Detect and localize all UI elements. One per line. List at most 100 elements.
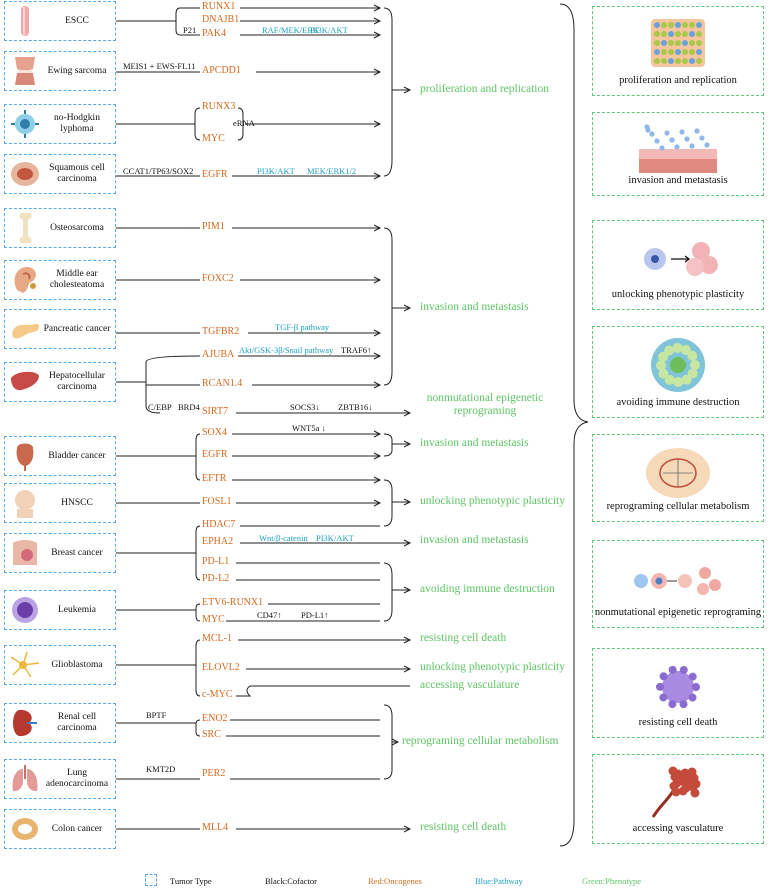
annotation-cd47: CD47↑: [257, 610, 282, 620]
gene-rcan14: RCAN1.4: [202, 378, 243, 389]
gene-apcdd1: APCDD1: [202, 65, 241, 76]
tumor-label: Bladder cancer: [48, 450, 106, 461]
hallmark-label: invasion and metastasis: [628, 175, 728, 186]
dying-cell-icon: [656, 665, 700, 709]
hallmark-label: proliferation and replication: [619, 75, 737, 86]
annotation-raf: RAF/MEK/ERK: [262, 25, 320, 35]
gene-brace: [195, 525, 201, 581]
hallmark-label: nonmutational epigenetic reprograming: [594, 607, 762, 618]
annotation-ccat1: CCAT1/TP63/SOX2: [123, 166, 194, 176]
phenotype-ph_death1: resisting cell death: [420, 632, 507, 644]
knee-joint-icon: [15, 57, 35, 85]
gene-pim1: PIM1: [202, 221, 225, 232]
gene-myc_nhl: MYC: [202, 133, 225, 144]
tumor-box-hnscc: HNSCC: [4, 483, 116, 523]
epigenetic-cells-icon: [634, 567, 721, 595]
gene-pdl2: PD-L2: [202, 573, 230, 584]
annotation-kmt2d: KMT2D: [146, 764, 176, 774]
annotation-pi3k2: PI3K/AKT: [257, 166, 295, 176]
hallmark-label: accessing vasculature: [632, 823, 724, 834]
hallmark-label: reprograming cellular metabolism: [606, 501, 750, 512]
tumor-label: Lung adenocarcinoma: [45, 768, 109, 789]
phenotype-ph_plast1: unlocking phenotypic plasticity: [420, 495, 566, 507]
tumor-label: Squamous cell carcinoma: [49, 163, 105, 184]
tumor-label: Pancreatic cancer: [43, 323, 111, 334]
hallmark-label: unlocking phenotypic plasticity: [611, 289, 745, 300]
annotation-brd4: BRD4: [178, 402, 200, 412]
gene-ajuba: AJUBA: [202, 349, 235, 360]
hallmark-hm7: resisting cell death: [592, 648, 764, 738]
arrowhead: [373, 68, 382, 76]
arrowhead: [373, 120, 382, 128]
tumor-box-renal: Renal cell carcinoma: [4, 703, 116, 743]
gene-brace: [195, 603, 201, 622]
gene-src: SRC: [202, 729, 221, 740]
tumor-label: Leukemia: [58, 604, 96, 615]
hallmark-hm5: reprograming cellular metabolism: [592, 434, 764, 522]
tumor-box-glio: Glioblastoma: [4, 645, 116, 685]
arrowhead: [373, 276, 382, 284]
gene-brace: [237, 107, 244, 141]
arrowhead: [373, 476, 382, 484]
hallmark-label: resisting cell death: [638, 717, 718, 728]
phenotype-ph_inv3: invasion and metastasis: [420, 534, 529, 546]
phenotype-ph_prolif: proliferation and replication: [420, 83, 550, 95]
annotation-mek12: MEK/ERK1/2: [307, 166, 357, 176]
gene-sirt7: SIRT7: [202, 406, 229, 417]
phenotype-ph_immune: avoiding immune destruction: [420, 583, 555, 595]
annotation-cebp: C/EBP: [148, 402, 172, 412]
hallmark-label: avoiding immune destruction: [616, 397, 740, 408]
tumor-label: Osteosarcoma: [50, 222, 104, 233]
tumor-box-scc: Squamous cell carcinoma: [4, 154, 116, 194]
annotation-erna: eRNA: [233, 118, 255, 128]
gene-brace: [195, 719, 201, 737]
gene-etv6: ETV6-RUNX1: [202, 597, 264, 608]
arrowhead: [403, 440, 412, 448]
hallmark-hm4: avoiding immune destruction: [592, 326, 764, 418]
arrowhead: [403, 498, 412, 506]
pheno-bracket: [383, 562, 393, 622]
tissue-invasion-icon: [639, 124, 717, 173]
gene-brace: [194, 107, 201, 141]
arrowhead: [403, 636, 412, 644]
gene-elovl2: ELOVL2: [202, 662, 240, 673]
gene-eno2: ENO2: [202, 713, 228, 724]
arrowhead: [373, 31, 382, 39]
annotation-tgfb: TGF-β pathway: [275, 322, 330, 332]
breast-icon: [13, 540, 37, 565]
gene-runx3: RUNX3: [202, 101, 236, 112]
gene-fosl1: FOSL1: [202, 496, 232, 507]
tumor-label: Ewing sarcoma: [47, 65, 107, 76]
pheno-bracket: [383, 7, 393, 177]
hallmark-hm2: invasion and metastasis: [592, 112, 764, 196]
tumor-box-osteo: Osteosarcoma: [4, 208, 116, 248]
tumor-immune-icon: [651, 338, 705, 392]
gene-epha2: EPHA2: [202, 536, 234, 547]
gene-cmyc: c-MYC: [202, 689, 233, 700]
annotation-akt: Akt/GSK-3β/Snail pathway: [239, 345, 334, 355]
annotation-meis1: MEIS1 + EWS-FL11: [123, 61, 196, 71]
gene-brace: [145, 355, 201, 414]
phenotype-ph_death2: resisting cell death: [420, 821, 507, 833]
arrowhead: [373, 224, 382, 232]
cell-cluster-icon: [651, 19, 705, 67]
annotation-traf6: TRAF6↑: [341, 345, 372, 355]
annotation-wnt: Wnt/β-catenin: [259, 533, 308, 543]
phenotype-ph_inv2: invasion and metastasis: [420, 437, 529, 449]
arrowhead: [373, 452, 382, 460]
gene-sox4: SOX4: [202, 427, 228, 438]
arrowhead: [373, 172, 382, 180]
tumor-box-breast: Breast cancer: [4, 533, 116, 573]
legend-cofactor: Black:Cofactor: [265, 876, 317, 886]
tumor-label: Breast cancer: [51, 547, 103, 558]
blood-cell-icon: [12, 597, 38, 623]
pancreas-icon: [12, 323, 39, 339]
phenotype-ph_metab: reprograming cellular metabolism: [402, 735, 559, 747]
legend-tumor-type: Tumor Type: [170, 876, 212, 886]
arrowhead: [373, 17, 382, 25]
pheno-bracket: [383, 479, 393, 527]
tumor-label: Renal cell carcinoma: [57, 712, 97, 733]
legend-phenotype: Green:Phenotype: [582, 876, 642, 886]
gene-pdl1: PD-L1: [202, 556, 230, 567]
